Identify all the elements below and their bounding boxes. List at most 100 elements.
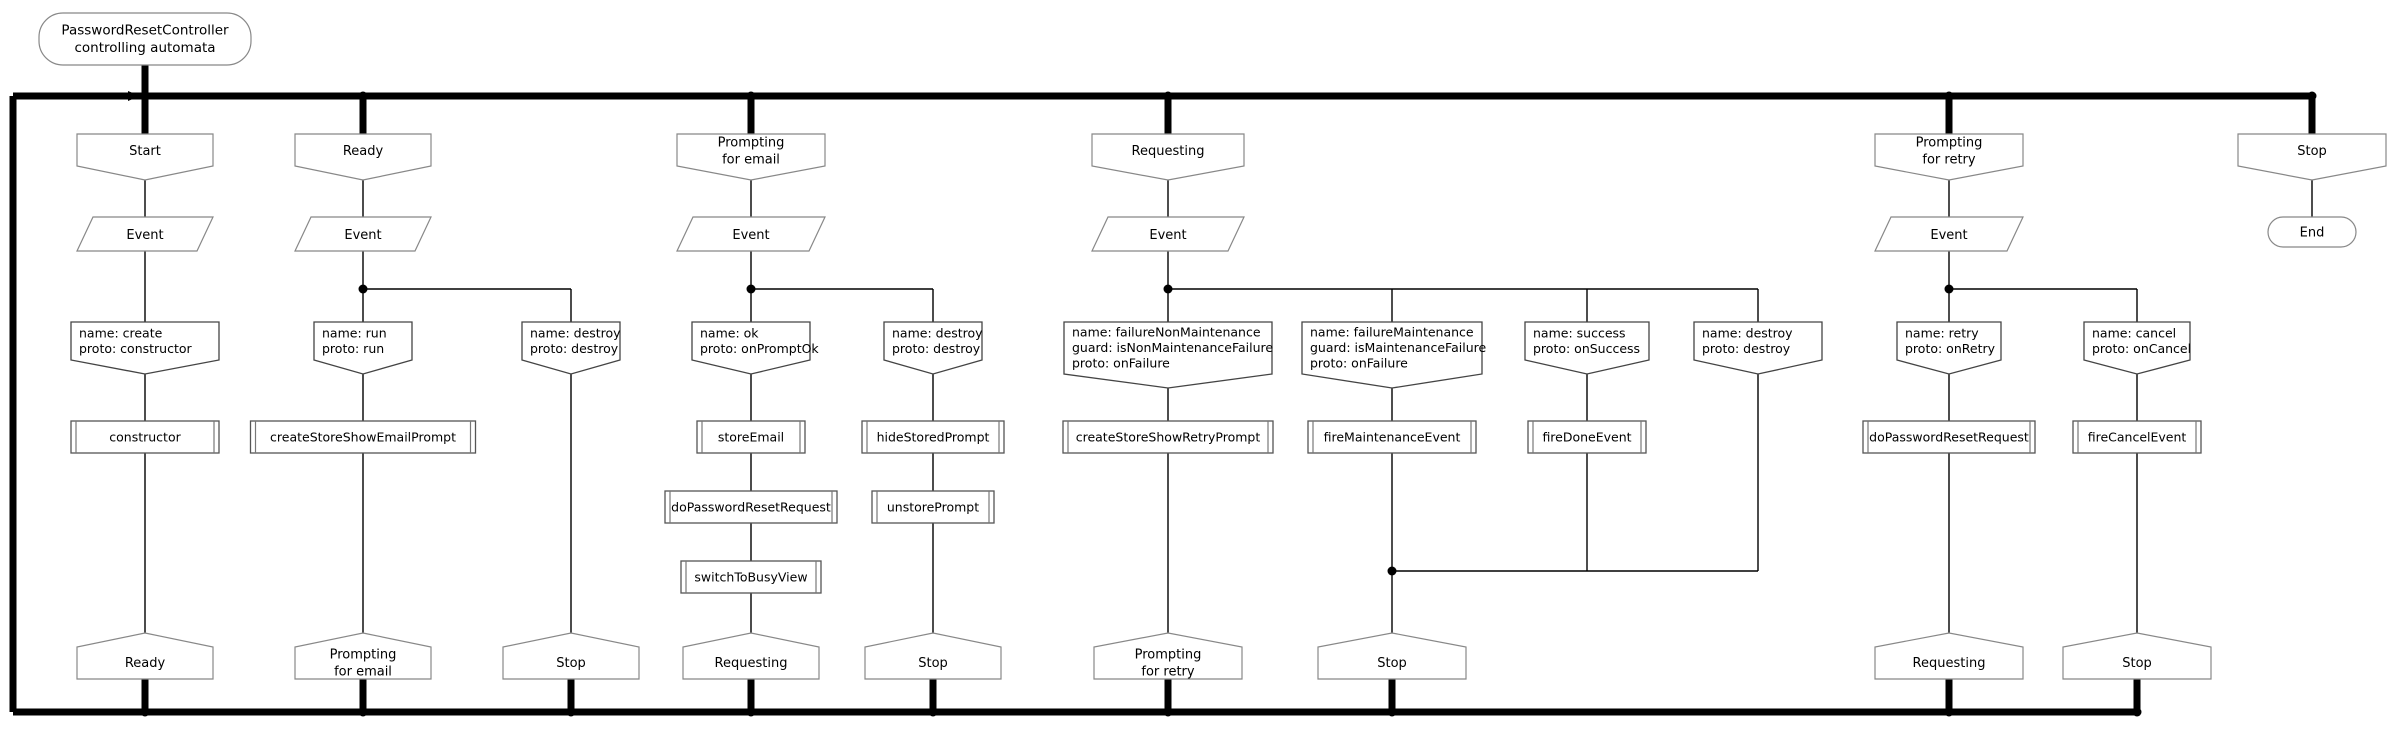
state-requesting[interactable] xyxy=(1091,133,1245,181)
bottom-rail-junction-ok xyxy=(746,707,756,717)
target-state-create[interactable] xyxy=(76,632,214,680)
transition-detail-req-destroy[interactable] xyxy=(1693,321,1823,375)
rail-layer xyxy=(9,91,2312,716)
bottom-rail-junction-create xyxy=(140,707,150,717)
transition-detail-retry[interactable] xyxy=(1896,321,2002,375)
transition-detail-ok[interactable] xyxy=(691,321,811,375)
action-success-firedoneevent[interactable] xyxy=(1527,420,1647,454)
action-retry-dopasswordresetrequest[interactable] xyxy=(1862,420,2036,454)
event-prompting-for-email[interactable] xyxy=(676,216,826,252)
end-node-label: End xyxy=(2300,226,2325,241)
action-failure-non-maintenance-createstoreshowretryprompt[interactable] xyxy=(1062,420,1274,454)
action-pfe-destroy-unstoreprompt[interactable] xyxy=(871,490,995,524)
state-prompting-for-email[interactable] xyxy=(676,133,826,181)
action-cancel-firecancelevent[interactable] xyxy=(2072,420,2202,454)
action-ok-dopasswordresetrequest[interactable] xyxy=(664,490,838,524)
state-ready-label: Ready xyxy=(343,144,384,159)
state-requesting-label: Requesting xyxy=(1132,144,1205,159)
action-ok-switchtobusyview-label: switchToBusyView xyxy=(694,570,807,585)
target-state-retry-label: Requesting xyxy=(1913,656,1986,671)
state-start-label: Start xyxy=(129,144,161,159)
transition-detail-create[interactable] xyxy=(70,321,220,375)
event-ready-label: Event xyxy=(344,228,381,243)
target-state-failure-maintenance[interactable] xyxy=(1317,632,1467,680)
action-failure-maintenance-firemaintenanceevent-label: fireMaintenanceEvent xyxy=(1324,430,1461,445)
state-prompting-for-retry[interactable] xyxy=(1874,133,2024,181)
target-state-create-label: Ready xyxy=(125,656,166,671)
state-ready[interactable] xyxy=(294,133,432,181)
event-prompting-for-retry[interactable] xyxy=(1874,216,2024,252)
target-state-failure-non-maintenance[interactable] xyxy=(1093,632,1243,680)
action-cancel-firecancelevent-label: fireCancelEvent xyxy=(2088,430,2187,445)
bottom-rail-junction-pfe-destroy xyxy=(928,707,938,717)
top-rail-junction-ready xyxy=(358,91,368,101)
event-ready[interactable] xyxy=(294,216,432,252)
state-start[interactable] xyxy=(76,133,214,181)
action-ok-switchtobusyview[interactable] xyxy=(680,560,822,594)
bottom-rail-junction-cancel xyxy=(2132,707,2142,717)
end-node[interactable] xyxy=(2267,216,2357,248)
action-pfe-destroy-hidestoredprompt-label: hideStoredPrompt xyxy=(877,430,990,445)
action-retry-dopasswordresetrequest-label: doPasswordResetRequest xyxy=(1869,430,2029,445)
transition-detail-success[interactable] xyxy=(1524,321,1650,375)
top-rail-junction-prompting-for-retry xyxy=(1944,91,1954,101)
transition-detail-run[interactable] xyxy=(313,321,413,375)
action-failure-maintenance-firemaintenanceevent[interactable] xyxy=(1307,420,1477,454)
transition-detail-ready-destroy[interactable] xyxy=(521,321,621,375)
target-state-retry[interactable] xyxy=(1874,632,2024,680)
transition-detail-pfe-destroy[interactable] xyxy=(883,321,983,375)
top-rail-junction-requesting xyxy=(1163,91,1173,101)
target-state-pfe-destroy[interactable] xyxy=(864,632,1002,680)
event-requesting-label: Event xyxy=(1149,228,1186,243)
target-state-failure-maintenance-label: Stop xyxy=(1377,656,1407,671)
target-state-ok[interactable] xyxy=(682,632,820,680)
action-ok-storeemail-label: storeEmail xyxy=(718,430,784,445)
bottom-rail-junction-ready-destroy xyxy=(566,707,576,717)
state-stop[interactable] xyxy=(2237,133,2387,181)
target-state-ok-label: Requesting xyxy=(715,656,788,671)
action-run-createstoreshowemailprompt[interactable] xyxy=(249,420,477,454)
transition-detail-cancel[interactable] xyxy=(2083,321,2191,375)
event-prompting-for-email-label: Event xyxy=(732,228,769,243)
top-rail-junction-start xyxy=(140,91,150,101)
action-create-constructor[interactable] xyxy=(70,420,220,454)
bottom-rail-junction-failure-non-maintenance xyxy=(1163,707,1173,717)
action-run-createstoreshowemailprompt-label: createStoreShowEmailPrompt xyxy=(270,430,456,445)
automata-title-node[interactable] xyxy=(38,12,252,66)
top-rail-junction-stop xyxy=(2307,91,2317,101)
edge-layer xyxy=(140,65,2317,717)
target-state-cancel[interactable] xyxy=(2062,632,2212,680)
action-ok-dopasswordresetrequest-label: doPasswordResetRequest xyxy=(671,500,831,515)
event-start[interactable] xyxy=(76,216,214,252)
event-requesting[interactable] xyxy=(1091,216,1245,252)
target-state-pfe-destroy-label: Stop xyxy=(918,656,948,671)
action-create-constructor-label: constructor xyxy=(109,430,181,445)
target-state-run[interactable] xyxy=(294,632,432,680)
action-pfe-destroy-hidestoredprompt[interactable] xyxy=(861,420,1005,454)
action-failure-non-maintenance-createstoreshowretryprompt-label: createStoreShowRetryPrompt xyxy=(1076,430,1261,445)
transition-detail-failure-non-maintenance[interactable] xyxy=(1063,321,1273,389)
transition-detail-failure-maintenance[interactable] xyxy=(1301,321,1483,389)
target-state-ready-destroy[interactable] xyxy=(502,632,640,680)
state-stop-label: Stop xyxy=(2297,144,2327,159)
target-state-cancel-label: Stop xyxy=(2122,656,2152,671)
action-ok-storeemail[interactable] xyxy=(696,420,806,454)
event-prompting-for-retry-label: Event xyxy=(1930,228,1967,243)
